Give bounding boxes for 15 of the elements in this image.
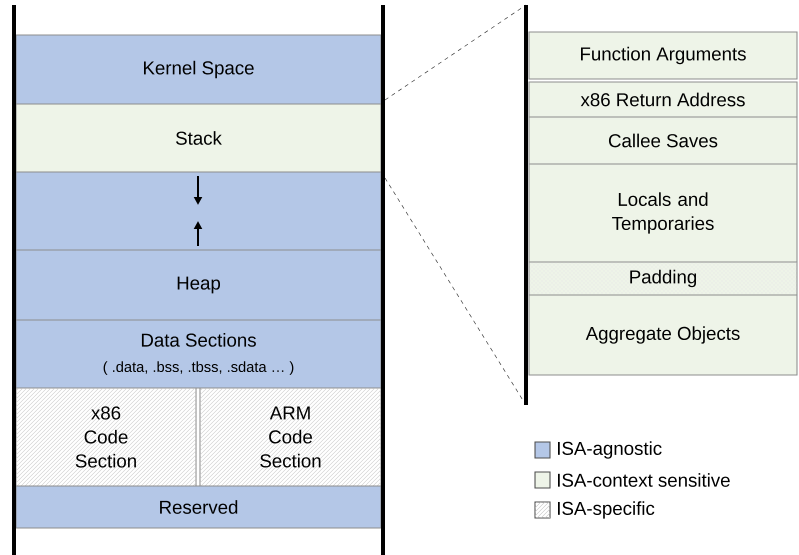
memory-region: Heap	[15, 249, 382, 321]
legend-label: ISA-agnostic	[558, 441, 662, 459]
stack-frame-slot: x86 Return Address	[528, 81, 798, 118]
stack-frame-slot: Function Arguments	[528, 31, 798, 80]
memory-region: Data Sections ( .data, .bss, .tbss, .sdata … )	[15, 319, 382, 389]
memory-region: Kernel Space	[15, 34, 382, 105]
stack-frame-slot: Padding	[630, 270, 696, 288]
stack-frame-slot: Callee Saves	[528, 116, 798, 165]
legend-label: ISA-context sensitive	[558, 473, 730, 487]
legend-label: ISA-specific	[558, 501, 654, 519]
memory-region: ARM Code Section	[260, 406, 320, 468]
memory-gap	[15, 171, 382, 251]
memory-region: x86 Code Section	[76, 406, 136, 468]
memory-region: Reserved	[15, 485, 382, 529]
memory-region: Stack	[15, 103, 382, 173]
